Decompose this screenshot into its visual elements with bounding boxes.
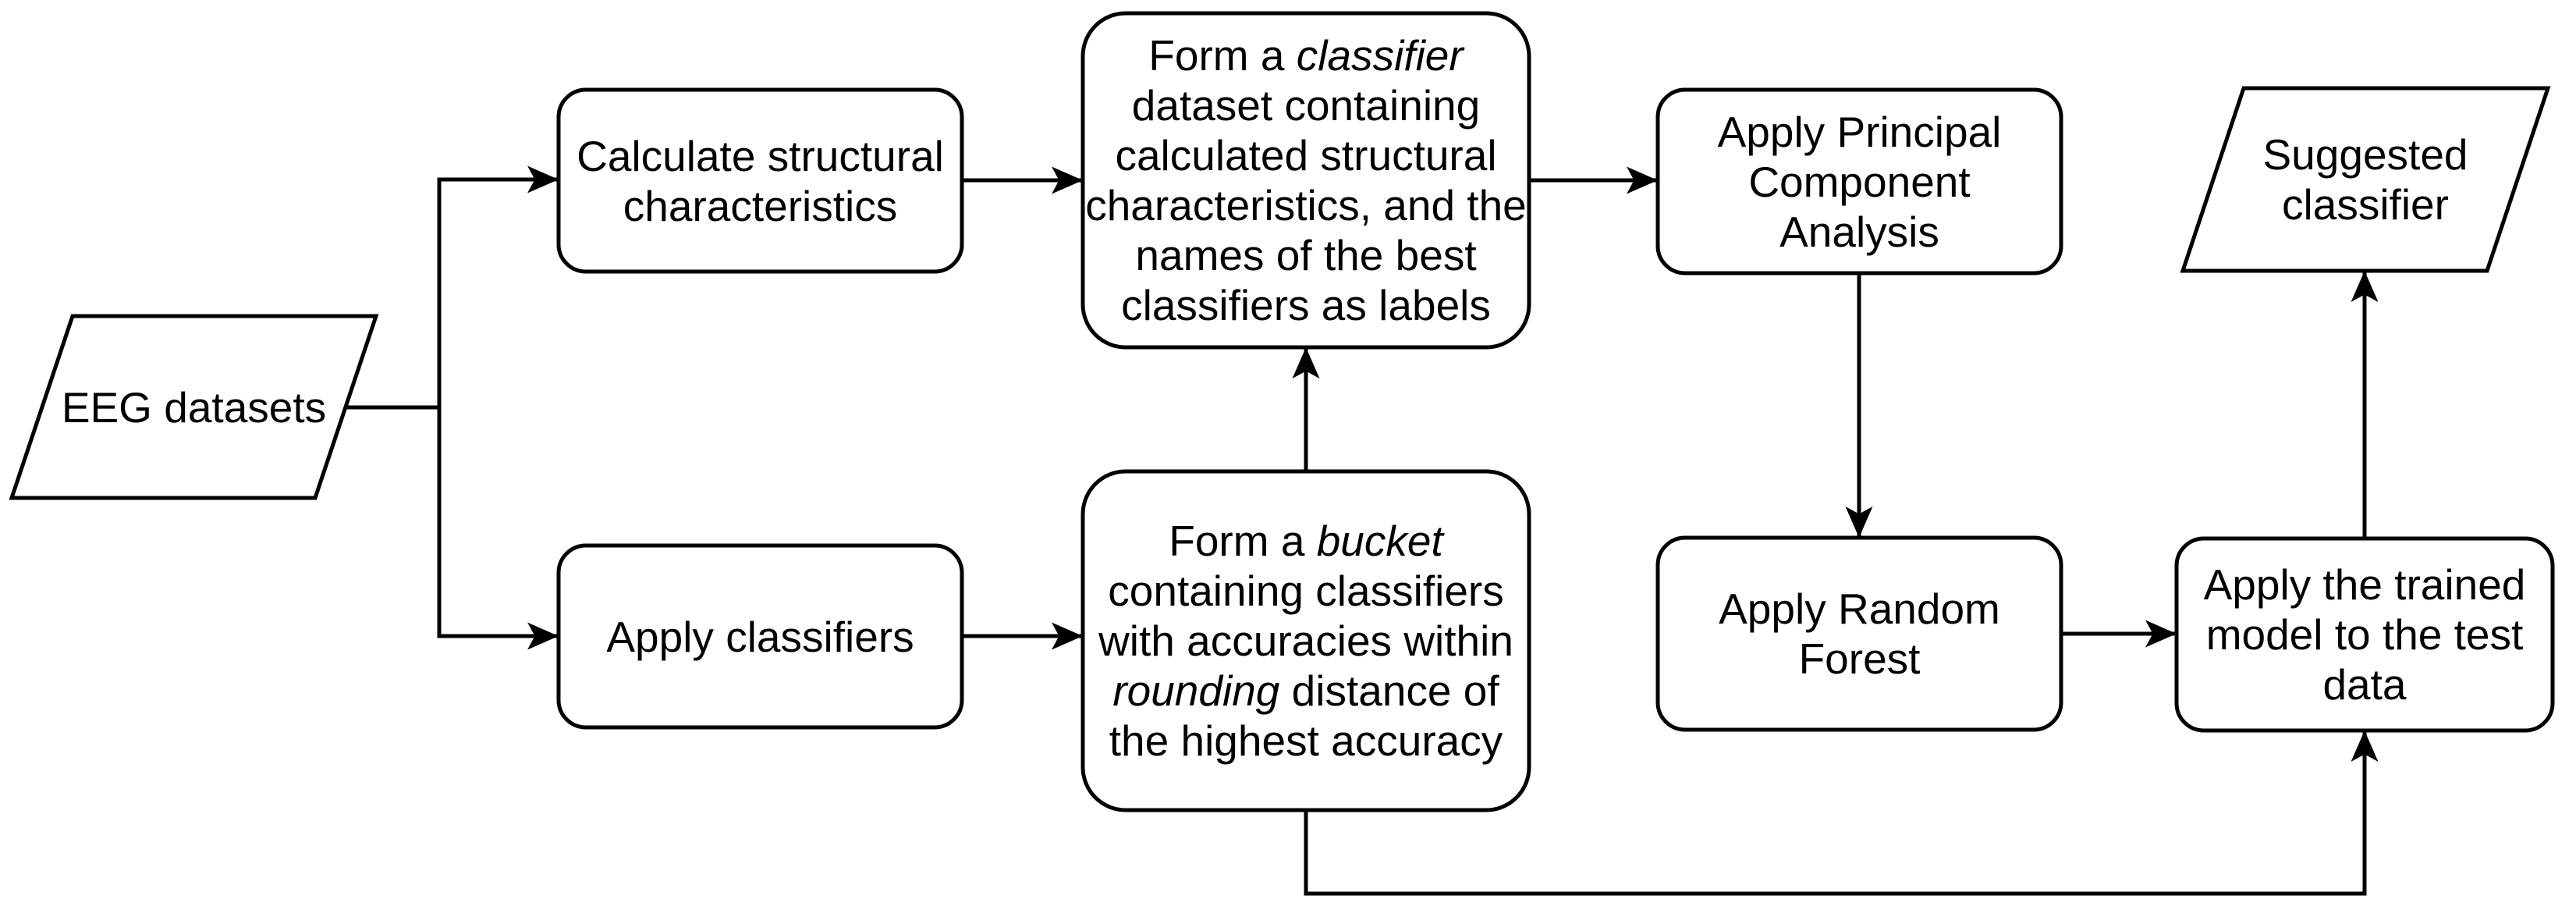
label-line: EEG datasets: [61, 382, 327, 432]
label-line: data: [2322, 660, 2407, 709]
node-apply-classifiers-label: Apply classifiers: [559, 546, 962, 727]
label-line: with accuracies within: [1098, 616, 1513, 666]
edge-eeg-to-calculate-structural: [437, 165, 559, 407]
node-form-classifier-dataset-label: Form a classifier dataset containing cal…: [1083, 13, 1529, 347]
label-line: Calculate structural: [577, 131, 944, 180]
label-segment: names of the best: [1135, 231, 1477, 279]
label-line: classifiers as labels: [1121, 280, 1491, 330]
label-segment: dataset containing: [1131, 81, 1481, 130]
label-line: Form a bucket: [1169, 516, 1443, 566]
label-line: calculated structural: [1115, 130, 1496, 180]
label-line: Apply Principal: [1717, 107, 2002, 156]
node-suggested-classifier-shape: [2180, 86, 2551, 273]
label-line: Apply the trained: [2203, 560, 2526, 609]
label-segment-italic: classifier: [1296, 31, 1464, 80]
label-segment: containing classifiers: [1108, 567, 1504, 615]
label-line: Form a classifier: [1148, 30, 1463, 80]
label-line: Apply Random: [1719, 585, 2000, 633]
label-line: Component: [1748, 157, 1971, 206]
label-segment: with accuracies within: [1098, 617, 1513, 665]
node-apply-trained-model-label: Apply the trained model to the test data: [2177, 539, 2553, 730]
edge-bucket-to-trained-model: [1304, 730, 2379, 896]
label-segment: Form a: [1169, 517, 1317, 565]
label-line: characteristics: [623, 181, 898, 230]
label-segment: characteristics, and the: [1085, 181, 1527, 229]
node-calculate-structural-label: Calculate structural characteristics: [559, 90, 962, 272]
label-line: containing classifiers: [1108, 566, 1503, 616]
label-segment: classifiers as labels: [1121, 281, 1491, 329]
node-apply-pca-label: Apply Principal Component Analysis: [1658, 90, 2061, 273]
label-line: rounding distance of: [1112, 666, 1499, 716]
node-eeg-datasets-shape: [9, 314, 379, 500]
label-line: Forest: [1798, 635, 1921, 683]
label-line: names of the best: [1135, 230, 1476, 280]
label-line: characteristics, and the: [1085, 180, 1527, 230]
node-eeg-datasets-label: EEG datasets: [12, 316, 376, 498]
node-form-bucket-label: Form a bucket containing classifiers wit…: [1083, 471, 1529, 810]
label-line: Suggested: [2262, 130, 2468, 179]
edge-eeg-to-apply-classifiers: [437, 407, 559, 650]
label-line: the highest accuracy: [1109, 716, 1503, 766]
label-line: dataset containing: [1132, 80, 1480, 130]
label-segment: distance of: [1279, 667, 1499, 715]
label-line: model to the test: [2205, 610, 2524, 659]
label-segment: calculated structural: [1115, 131, 1497, 180]
label-segment-italic: rounding: [1112, 667, 1280, 715]
label-line: Analysis: [1779, 207, 1939, 256]
node-suggested-classifier-label: Suggested classifier: [2183, 88, 2548, 271]
label-segment-italic: bucket: [1316, 517, 1443, 565]
label-line: Apply classifiers: [606, 612, 914, 661]
label-segment: Form a: [1148, 31, 1297, 80]
node-apply-random-forest-label: Apply Random Forest: [1658, 538, 2061, 730]
label-segment: the highest accuracy: [1109, 716, 1503, 765]
label-line: classifier: [2282, 180, 2449, 229]
